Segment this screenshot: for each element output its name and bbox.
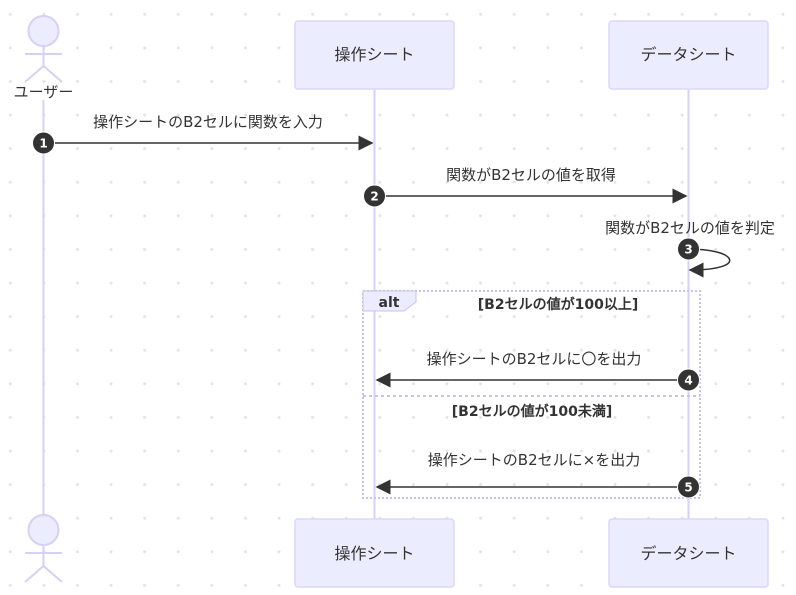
sequence-number: 1 [39,137,47,151]
actor-user-top[interactable]: ユーザー [14,15,74,101]
alt-label-box [362,290,417,312]
sequence-number: 4 [684,374,692,388]
sequence-number: 3 [684,243,692,257]
sequence-number: 5 [684,481,692,495]
actor-label: ユーザー [14,83,74,101]
participant-label: データシート [640,45,736,64]
participant-ops-top[interactable]: 操作シート [294,20,455,90]
sequence-number-badge [677,237,700,261]
sequence-number-badge [32,131,55,155]
alt-keyword: alt [379,295,400,311]
message-text: 関数がB2セルの値を判定 [605,219,775,237]
actor-head [27,514,60,546]
sequence-number: 2 [370,190,378,204]
message-1: 操作シートのB2セルに関数を入力 1 [32,113,374,155]
message-2: 関数がB2セルの値を取得 2 [363,166,688,208]
sequence-number-badge [677,475,700,499]
alt-block: alt [B2セルの値が100以上] [B2セルの値が100未満] [362,290,701,499]
actor-user-bottom[interactable] [24,514,63,583]
message-text: 操作シートのB2セルに〇を出力 [427,350,642,368]
alt-condition-1: [B2セルの値が100以上] [478,296,638,313]
participant-label: 操作シート [334,45,414,64]
message-text: 操作シートのB2セルに×を出力 [428,451,640,469]
sequence-number-badge [363,184,386,208]
participant-label: データシート [640,544,736,563]
message-5: 操作シートのB2セルに×を出力 5 [375,451,700,499]
participant-ops-bottom[interactable]: 操作シート [294,518,455,588]
message-text: 関数がB2セルの値を取得 [446,166,616,184]
message-4: 操作シートのB2セルに〇を出力 4 [375,350,700,392]
alt-condition-2: [B2セルの値が100未満] [452,403,612,420]
sequence-number-badge [677,368,700,392]
participant-data-bottom[interactable]: データシート [608,518,769,588]
message-text: 操作シートのB2セルに関数を入力 [93,113,323,131]
message-3: 関数がB2セルの値を判定 3 [605,219,775,278]
actor-head [27,15,60,47]
participant-data-top[interactable]: データシート [608,20,769,90]
participant-label: 操作シート [334,544,414,563]
